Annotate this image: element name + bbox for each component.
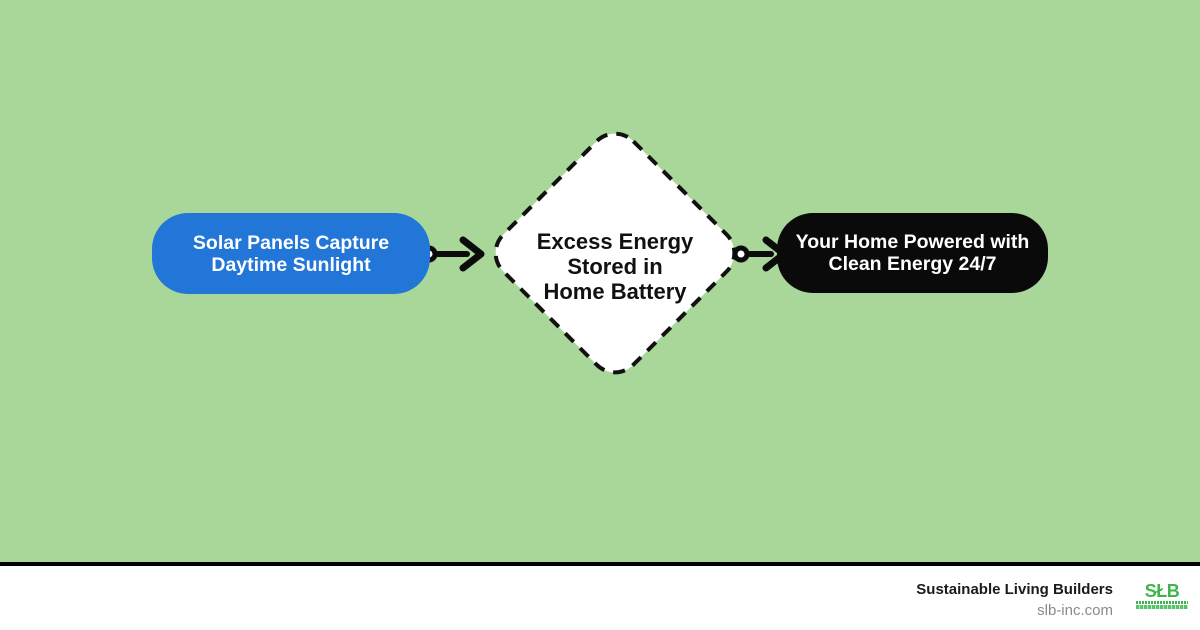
footer-text-block: Sustainable Living Builders slb-inc.com: [916, 581, 1113, 620]
diamond-shape: [493, 131, 737, 375]
slb-logo-tagline-strip: [1136, 601, 1188, 604]
label-line: Stored in: [567, 254, 663, 279]
node-home-powered: Your Home Powered with Clean Energy 24/7: [777, 213, 1048, 293]
label-line: Excess Energy: [536, 229, 694, 254]
node-home-battery-label: Excess Energy Stored in Home Battery: [505, 229, 725, 304]
label-line: Daytime Sunlight: [211, 253, 371, 276]
label-line: Home Battery: [543, 279, 687, 304]
node-solar-panels-label: Solar Panels Capture Daytime Sunlight: [193, 232, 389, 276]
connector-arrow-1: [420, 236, 485, 272]
slb-logo: SŁB: [1136, 582, 1188, 609]
label-line: Clean Energy 24/7: [828, 253, 997, 275]
node-home-powered-label: Your Home Powered with Clean Energy 24/7: [796, 231, 1030, 275]
website-url: slb-inc.com: [1037, 602, 1113, 619]
arrowhead-icon: [459, 236, 485, 272]
label-line: Solar Panels Capture: [192, 231, 390, 254]
label-line: Your Home Powered with: [795, 231, 1030, 253]
footer-bar: Sustainable Living Builders slb-inc.com …: [0, 562, 1200, 630]
connector-start-dot: [732, 245, 750, 263]
node-solar-panels: Solar Panels Capture Daytime Sunlight: [152, 213, 430, 294]
slb-logo-subline-strip: [1136, 605, 1188, 609]
company-name: Sustainable Living Builders: [916, 581, 1113, 598]
slb-logo-wordmark: SŁB: [1144, 581, 1180, 601]
